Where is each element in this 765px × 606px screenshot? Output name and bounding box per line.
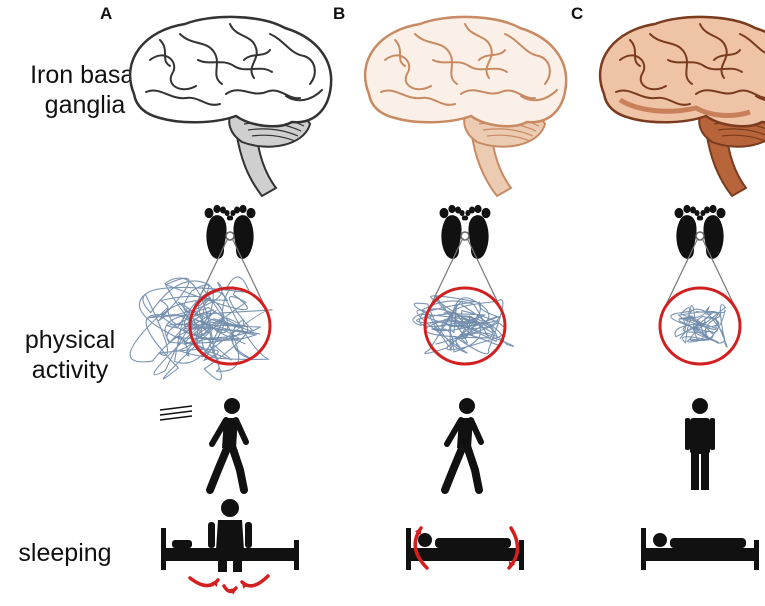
column-label-b: B bbox=[333, 4, 346, 23]
restless-arrows bbox=[188, 574, 270, 595]
column-label-c: C bbox=[571, 4, 584, 23]
speed-line bbox=[159, 405, 193, 411]
row-label-sleeping: sleeping bbox=[18, 539, 112, 567]
movement-scribble bbox=[670, 304, 728, 348]
brain-icon bbox=[363, 15, 568, 198]
bed-icon bbox=[641, 528, 759, 570]
brain-icon bbox=[128, 15, 333, 198]
row-label-iron: Iron basal ganglia bbox=[30, 61, 140, 119]
row-label-physical-activity: physical activity bbox=[24, 326, 116, 384]
person-icon bbox=[206, 398, 249, 494]
column-label-a: A bbox=[100, 4, 113, 23]
speed-line bbox=[159, 410, 193, 416]
speed-line bbox=[159, 415, 193, 421]
person-icon bbox=[441, 398, 484, 494]
zoom-circle bbox=[423, 286, 507, 366]
bed-icon bbox=[161, 528, 299, 570]
person-icon bbox=[418, 533, 511, 548]
person-icon bbox=[172, 499, 252, 572]
person-icon bbox=[685, 398, 715, 490]
bed-icon bbox=[406, 528, 524, 570]
restless-arrows bbox=[413, 526, 520, 570]
brain-icon bbox=[598, 15, 765, 198]
movement-scribble bbox=[412, 295, 515, 355]
person-icon bbox=[653, 533, 746, 548]
zoom-circle bbox=[188, 286, 272, 366]
zoom-circle bbox=[658, 286, 742, 366]
